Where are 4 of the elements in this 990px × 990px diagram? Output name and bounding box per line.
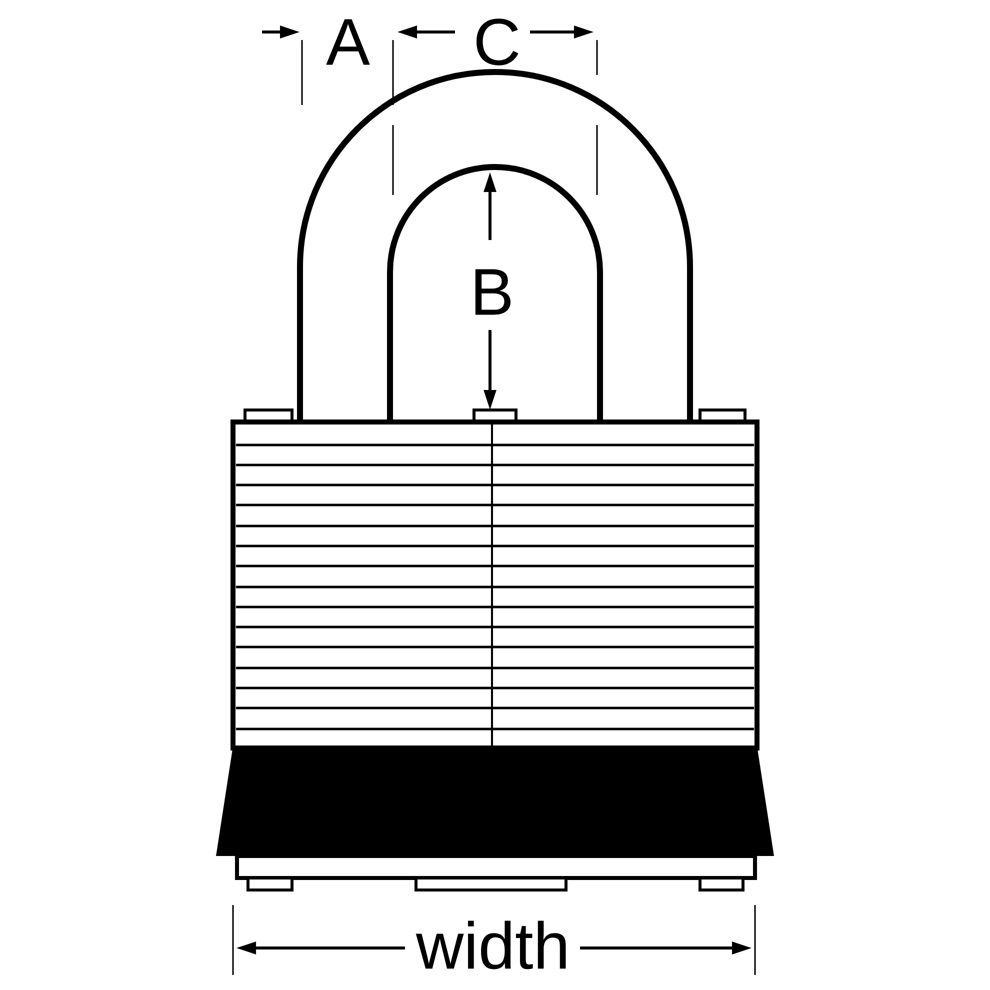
dimension-label: B [475,269,511,315]
dimension-label: A [326,19,370,65]
dimension-label: width [416,920,566,970]
dimension-label: C [476,18,518,66]
